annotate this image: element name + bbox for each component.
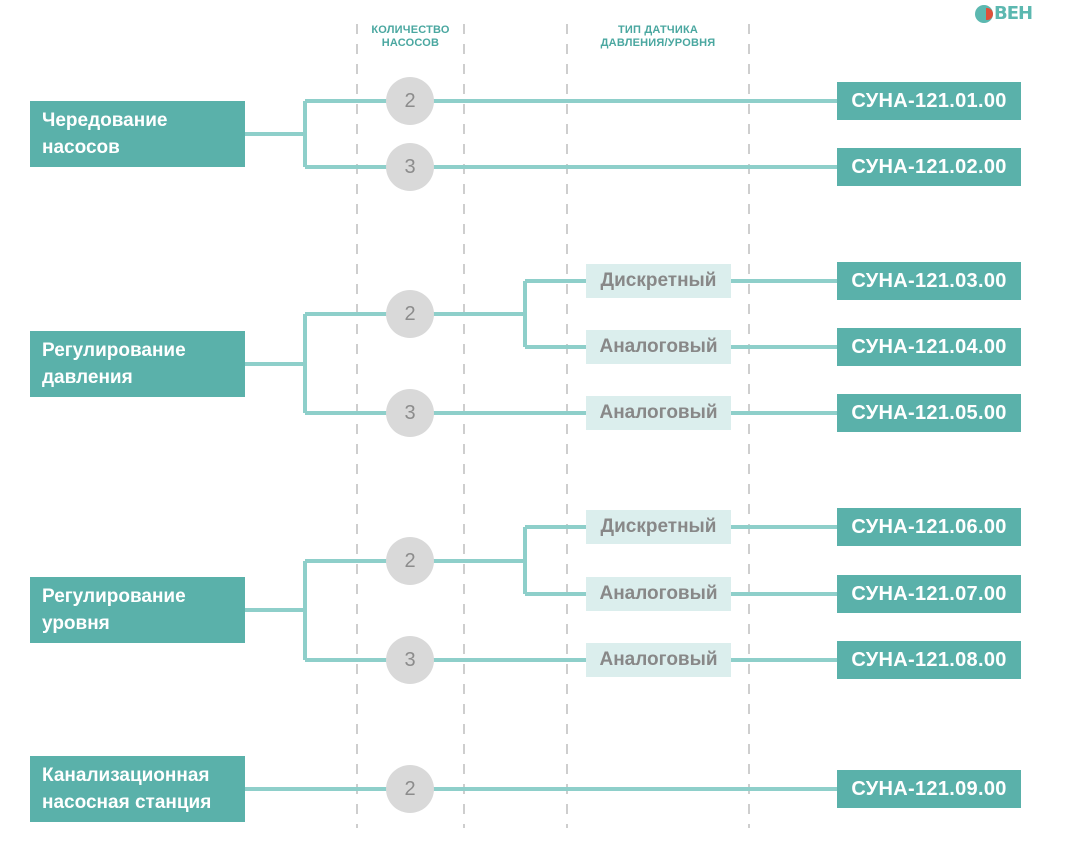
pump-count-header-text: КОЛИЧЕСТВО НАСОСОВ [371, 24, 450, 49]
sensor-type-box: Дискретный [586, 510, 731, 544]
model-box: СУНА-121.05.00 [837, 394, 1021, 432]
oven-logo-icon [975, 5, 993, 23]
function-label: Регулирование давления [42, 340, 186, 388]
model-box: СУНА-121.06.00 [837, 508, 1021, 546]
function-box-sewage-station: Канализационная насосная станция [30, 756, 245, 822]
pump-count-circle: 3 [386, 389, 434, 437]
sensor-type-box: Дискретный [586, 264, 731, 298]
function-box-pressure-regulation: Регулирование давления [30, 331, 245, 397]
function-label: Регулирование уровня [42, 586, 186, 634]
pump-count-column-header: КОЛИЧЕСТВО НАСОСОВ [357, 24, 464, 50]
model-box: СУНА-121.03.00 [837, 262, 1021, 300]
pump-count-circle: 2 [386, 77, 434, 125]
sensor-type-box: Аналоговый [586, 330, 731, 364]
pump-count-circle: 2 [386, 290, 434, 338]
function-box-level-regulation: Регулирование уровня [30, 577, 245, 643]
model-box: СУНА-121.04.00 [837, 328, 1021, 366]
branch-lines [245, 99, 837, 791]
function-box-pump-alternation: Чередование насосов [30, 101, 245, 167]
model-box: СУНА-121.02.00 [837, 148, 1021, 186]
model-box: СУНА-121.07.00 [837, 575, 1021, 613]
model-box: СУНА-121.01.00 [837, 82, 1021, 120]
column-dividers [356, 24, 750, 828]
sensor-type-box: Аналоговый [586, 396, 731, 430]
pump-count-circle: 2 [386, 765, 434, 813]
logo-text: ВЕН [994, 3, 1033, 24]
pump-count-circle: 3 [386, 143, 434, 191]
model-box: СУНА-121.09.00 [837, 770, 1021, 808]
sensor-type-box: Аналоговый [586, 643, 731, 677]
oven-logo: ВЕН [975, 3, 1033, 24]
pump-count-circle: 2 [386, 537, 434, 585]
sensor-type-box: Аналоговый [586, 577, 731, 611]
function-label: Чередование насосов [42, 110, 168, 158]
model-box: СУНА-121.08.00 [837, 641, 1021, 679]
sensor-type-header-text: ТИП ДАТЧИКА ДАВЛЕНИЯ/УРОВНЯ [600, 24, 716, 49]
function-label: Канализационная насосная станция [42, 765, 212, 813]
sensor-type-column-header: ТИП ДАТЧИКА ДАВЛЕНИЯ/УРОВНЯ [567, 24, 749, 50]
pump-count-circle: 3 [386, 636, 434, 684]
